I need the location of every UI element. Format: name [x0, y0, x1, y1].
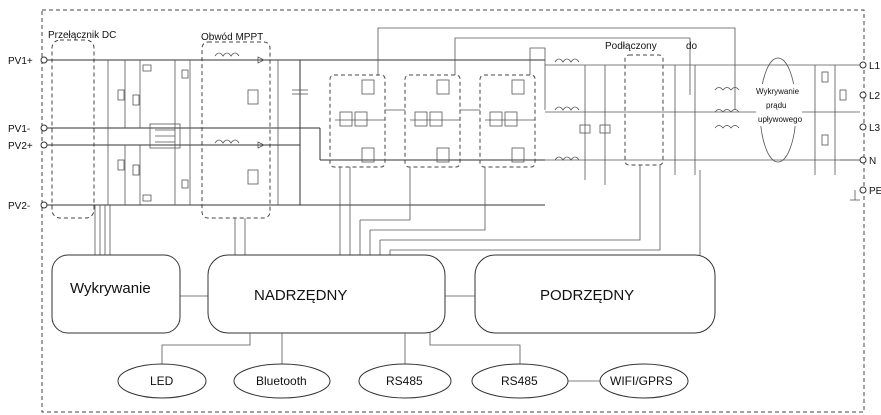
ac-terminals	[840, 61, 867, 201]
slave-block	[474, 254, 716, 334]
pv2-minus-label: PV2-	[8, 201, 30, 212]
rs485-node-1	[358, 363, 452, 399]
mppt-box	[201, 41, 271, 219]
pv2-plus-label: PV2+	[8, 141, 33, 152]
detection-block	[51, 254, 181, 334]
control-signal-wires	[94, 165, 701, 297]
pv1-minus-label: PV1-	[8, 124, 30, 135]
input-filter-components	[107, 60, 191, 205]
bluetooth-node	[233, 363, 331, 399]
master-block-label: NADRZĘDNY	[254, 287, 347, 304]
wifi-gprs-label: WIFI/GPRS	[610, 374, 673, 388]
l2-label: L2	[869, 91, 881, 102]
bluetooth-label: Bluetooth	[256, 374, 307, 388]
inverter-leg-3	[479, 74, 536, 168]
control-routing-top	[377, 27, 736, 111]
rs485-label-1: RS485	[386, 374, 423, 388]
pv1-plus-label: PV1+	[8, 56, 33, 67]
dc-switch-label: Przełącznik DC	[48, 30, 116, 41]
leakage-label-line1: Wykrywanie	[756, 87, 800, 96]
leakage-label-line3: upływowego	[758, 115, 803, 124]
rs485-label-2: RS485	[501, 374, 538, 388]
to-label: do	[686, 41, 698, 52]
dc-bus	[292, 59, 545, 206]
grid-relay-box	[624, 54, 664, 166]
mppt-components	[214, 52, 279, 205]
pv-terminals	[40, 56, 48, 209]
l3-label: L3	[869, 123, 881, 134]
pv-input-wires	[44, 59, 300, 206]
mppt-label: Obwód MPPT	[201, 32, 263, 43]
enclosure-border	[41, 9, 865, 413]
peripheral-bus	[161, 333, 600, 382]
led-label: LED	[150, 374, 174, 388]
led-node	[117, 363, 207, 399]
output-filter	[545, 58, 860, 185]
ac-emi-filter	[814, 65, 847, 175]
inverter-leg-2	[404, 74, 461, 168]
rs485-node-2	[471, 363, 569, 399]
inverter-leg-1	[329, 74, 386, 168]
l1-label: L1	[869, 61, 881, 72]
slave-block-label: PODRZĘDNY	[540, 287, 634, 304]
dc-switch-box	[51, 39, 95, 219]
leakage-label-line2: prądu	[766, 101, 786, 110]
master-block	[207, 254, 446, 334]
wifi-gprs-node	[599, 363, 689, 399]
grid-connected-label: Podłączony	[605, 41, 657, 52]
detection-block-label: Wykrywanie	[70, 280, 151, 297]
pe-label: PE	[869, 186, 881, 197]
n-label: N	[869, 156, 876, 167]
